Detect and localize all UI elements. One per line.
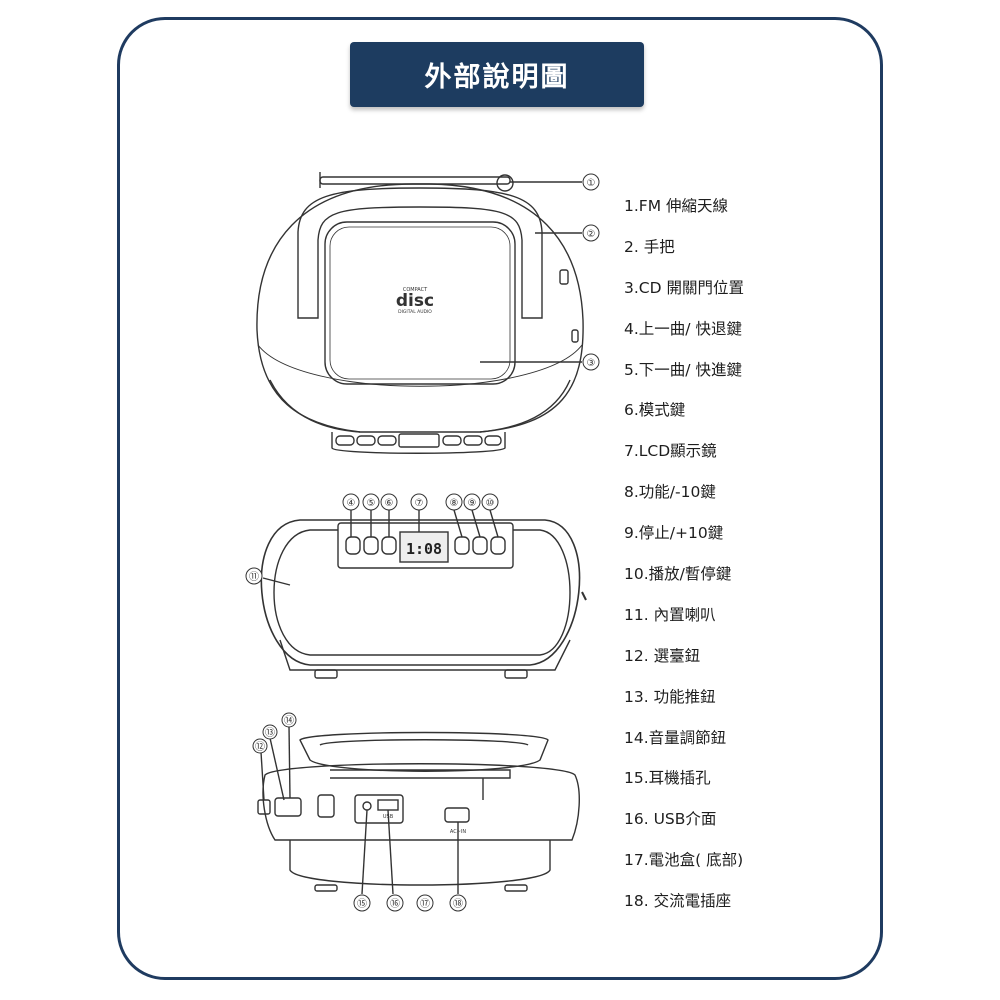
ac-socket xyxy=(444,807,470,823)
legend-item-14: 14.音量調節鈕 xyxy=(624,728,727,747)
front-button-strip xyxy=(331,432,506,454)
legend-item-12: 12. 選臺鈕 xyxy=(624,646,701,665)
callout-8: ⑧ xyxy=(445,493,463,511)
usb-port xyxy=(377,799,399,811)
rear-body-outline xyxy=(262,763,580,841)
logo-disc: disc xyxy=(396,291,434,311)
svg-text:⑮: ⑮ xyxy=(357,898,367,910)
legend-item-3: 3.CD 開關門位置 xyxy=(624,278,744,297)
svg-text:⑬: ⑬ xyxy=(265,727,275,739)
svg-text:⑱: ⑱ xyxy=(453,898,463,910)
legend-item-2: 2. 手把 xyxy=(624,237,675,256)
headphone-jack xyxy=(362,801,372,811)
callout-6: ⑥ xyxy=(380,493,398,511)
legend-item-9: 9.停止/+10鍵 xyxy=(624,524,724,543)
ports-panel xyxy=(354,794,404,824)
compact-disc-logo: COMPACT disc DIGITAL AUDIO xyxy=(396,287,434,315)
svg-text:④: ④ xyxy=(347,498,356,509)
callout-9: ⑨ xyxy=(463,493,481,511)
svg-text:⑨: ⑨ xyxy=(468,498,477,509)
svg-text:⑪: ⑪ xyxy=(249,571,259,583)
svg-text:①: ① xyxy=(587,178,596,189)
callout-11: ⑪ xyxy=(245,567,263,585)
lcd-time: 1:08 xyxy=(406,540,442,558)
callout-17: ⑰ xyxy=(416,894,434,912)
svg-text:⑫: ⑫ xyxy=(255,741,265,753)
svg-text:⑯: ⑯ xyxy=(390,898,400,910)
front-view: 1:08 xyxy=(260,509,587,679)
callout-5: ⑤ xyxy=(362,493,380,511)
cd-lid xyxy=(324,221,516,385)
svg-text:②: ② xyxy=(587,229,596,240)
legend-item-5: 5.下一曲/ 快進鍵 xyxy=(624,360,742,379)
volume-knob xyxy=(317,794,335,818)
svg-text:⑩: ⑩ xyxy=(486,498,495,509)
front-body-outline xyxy=(260,519,581,666)
lcd-display: 1:08 xyxy=(399,531,449,563)
svg-text:⑰: ⑰ xyxy=(420,898,430,910)
callout-4: ④ xyxy=(342,493,360,511)
rear-view: USB AC~IN xyxy=(257,725,580,895)
page-title: 外部說明圖 xyxy=(350,42,644,107)
callout-12: ⑫ xyxy=(252,738,268,754)
legend-item-18: 18. 交流電插座 xyxy=(624,892,732,911)
svg-text:⑦: ⑦ xyxy=(415,498,424,509)
callout-15: ⑮ xyxy=(353,894,371,912)
legend-item-17: 17.電池盒( 底部) xyxy=(624,851,744,870)
legend-item-16: 16. USB介面 xyxy=(624,810,717,829)
logo-digital-audio: DIGITAL AUDIO xyxy=(398,309,432,315)
callout-18: ⑱ xyxy=(449,894,467,912)
handle xyxy=(297,187,543,319)
legend-item-4: 4.上一曲/ 快退鍵 xyxy=(624,319,742,338)
legend-item-8: 8.功能/-10鍵 xyxy=(624,483,716,502)
callout-markers: ① ② ③ ④ ⑤ ⑥ ⑦ ⑧ ⑨ ⑩ ⑪ ⑫ ⑬ ⑭ ⑮ ⑯ ⑰ ⑱ xyxy=(245,173,600,912)
legend-item-6: 6.模式鍵 xyxy=(624,401,686,420)
svg-text:⑥: ⑥ xyxy=(385,498,394,509)
callout-13: ⑬ xyxy=(262,724,278,740)
callout-10: ⑩ xyxy=(481,493,499,511)
svg-text:⑭: ⑭ xyxy=(284,715,294,727)
parts-legend: 1.FM 伸縮天線 2. 手把 3.CD 開關門位置 4.上一曲/ 快退鍵 5.… xyxy=(624,192,744,928)
speaker-grille xyxy=(273,529,571,656)
legend-item-15: 15.耳機插孔 xyxy=(624,769,711,788)
logo-compact: COMPACT xyxy=(403,287,428,293)
legend-item-11: 11. 內置喇叭 xyxy=(624,605,716,624)
callout-1: ① xyxy=(582,173,600,191)
svg-text:③: ③ xyxy=(587,358,596,369)
callout-3: ③ xyxy=(582,353,600,371)
legend-item-13: 13. 功能推鈕 xyxy=(624,687,716,706)
callout-14: ⑭ xyxy=(281,712,297,728)
svg-text:⑤: ⑤ xyxy=(367,498,376,509)
callout-7: ⑦ xyxy=(410,493,428,511)
callout-16: ⑯ xyxy=(386,894,404,912)
function-switch xyxy=(274,797,302,817)
svg-text:⑧: ⑧ xyxy=(450,498,459,509)
callout-2: ② xyxy=(582,224,600,242)
legend-item-10: 10.播放/暫停鍵 xyxy=(624,565,732,584)
top-view: COMPACT disc DIGITAL AUDIO xyxy=(256,172,584,454)
legend-item-1: 1.FM 伸縮天線 xyxy=(624,197,729,215)
legend-item-7: 7.LCD顯示鏡 xyxy=(624,442,717,461)
